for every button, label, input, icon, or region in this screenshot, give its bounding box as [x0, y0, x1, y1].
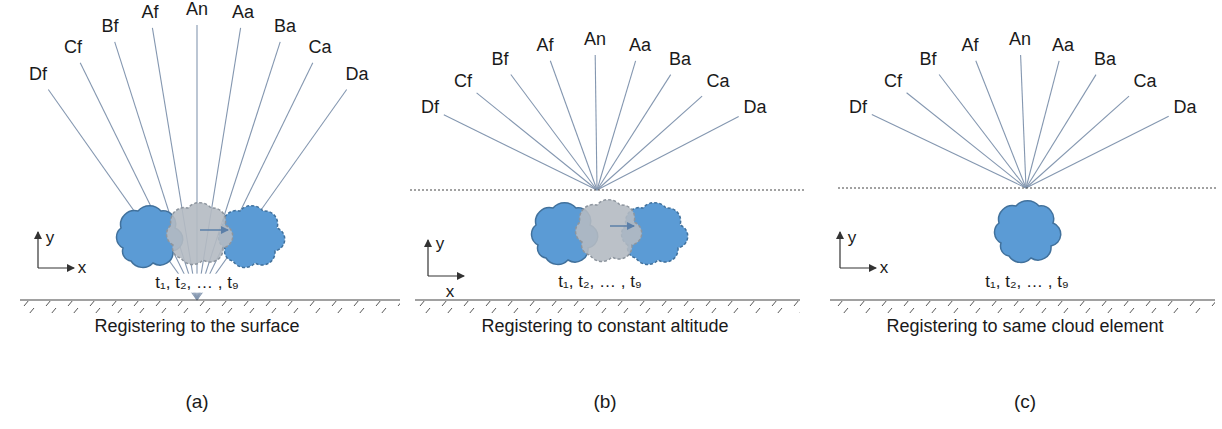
view-label: An: [186, 0, 208, 20]
view-line: [597, 117, 739, 191]
view-label: Ca: [1133, 72, 1156, 92]
view-line: [197, 63, 313, 300]
panel-tag: (b): [593, 392, 616, 413]
ground: [20, 300, 1215, 313]
view-label: Af: [141, 3, 158, 23]
view-label: Ba: [669, 50, 691, 70]
view-line: [1021, 55, 1026, 188]
view-line: [872, 115, 1026, 188]
view-line: [907, 93, 1026, 188]
view-label: Da: [1173, 98, 1196, 118]
caption: Registering to constant altitude: [481, 317, 728, 337]
axis-label: y: [46, 229, 55, 248]
view-label: Bf: [919, 50, 936, 70]
axis-label: x: [880, 259, 889, 278]
caption: Registering to same cloud element: [886, 317, 1163, 337]
view-label: Bf: [101, 17, 118, 37]
view-line: [1026, 96, 1129, 188]
view-line: [939, 75, 1026, 189]
view-label: Af: [536, 36, 553, 56]
view-label: An: [1009, 30, 1031, 50]
axis-label: x: [446, 283, 455, 302]
view-label: Cf: [454, 72, 472, 92]
view-line: [597, 61, 636, 190]
view-line: [1026, 61, 1059, 188]
view-line: [80, 63, 197, 300]
view-line: [1026, 116, 1169, 188]
axis-label: y: [848, 229, 857, 248]
view-line: [597, 75, 671, 190]
view-label: Aa: [629, 36, 651, 56]
view-label: Ba: [274, 17, 296, 37]
view-label: Df: [849, 98, 867, 118]
view-line: [550, 61, 597, 190]
view-label: Af: [961, 36, 978, 56]
view-label: Aa: [232, 3, 254, 23]
view-label: Da: [345, 65, 368, 85]
view-line: [595, 55, 597, 190]
cloud: [532, 200, 688, 265]
view-label: Bf: [491, 50, 508, 70]
panel-tag: (a): [185, 392, 208, 413]
axis-label: x: [78, 259, 87, 278]
view-label: Cf: [64, 38, 82, 58]
time-label: t₁, t₂, … , t₉: [983, 273, 1070, 292]
caption: Registering to the surface: [94, 317, 299, 337]
view-label: Ba: [1094, 50, 1116, 70]
time-label: t₁, t₂, … , t₉: [153, 274, 240, 293]
cloud: [117, 203, 285, 268]
view-line: [197, 90, 347, 301]
cloud: [995, 201, 1061, 263]
view-label: Df: [421, 98, 439, 118]
view-label: Ca: [706, 72, 729, 92]
view-label: Df: [29, 65, 47, 85]
view-label: Ca: [308, 38, 331, 58]
view-label: An: [584, 30, 606, 50]
view-label: Aa: [1052, 36, 1074, 56]
axis-label: y: [436, 235, 445, 254]
time-label: t₁, t₂, … , t₉: [556, 273, 643, 292]
view-line: [976, 61, 1026, 188]
panel-tag: (c): [1014, 392, 1036, 413]
view-label: Da: [743, 98, 766, 118]
altitude-line: [410, 190, 805, 191]
view-line: [511, 75, 597, 191]
altitude-line: [838, 188, 1218, 189]
view-label: Cf: [884, 72, 902, 92]
